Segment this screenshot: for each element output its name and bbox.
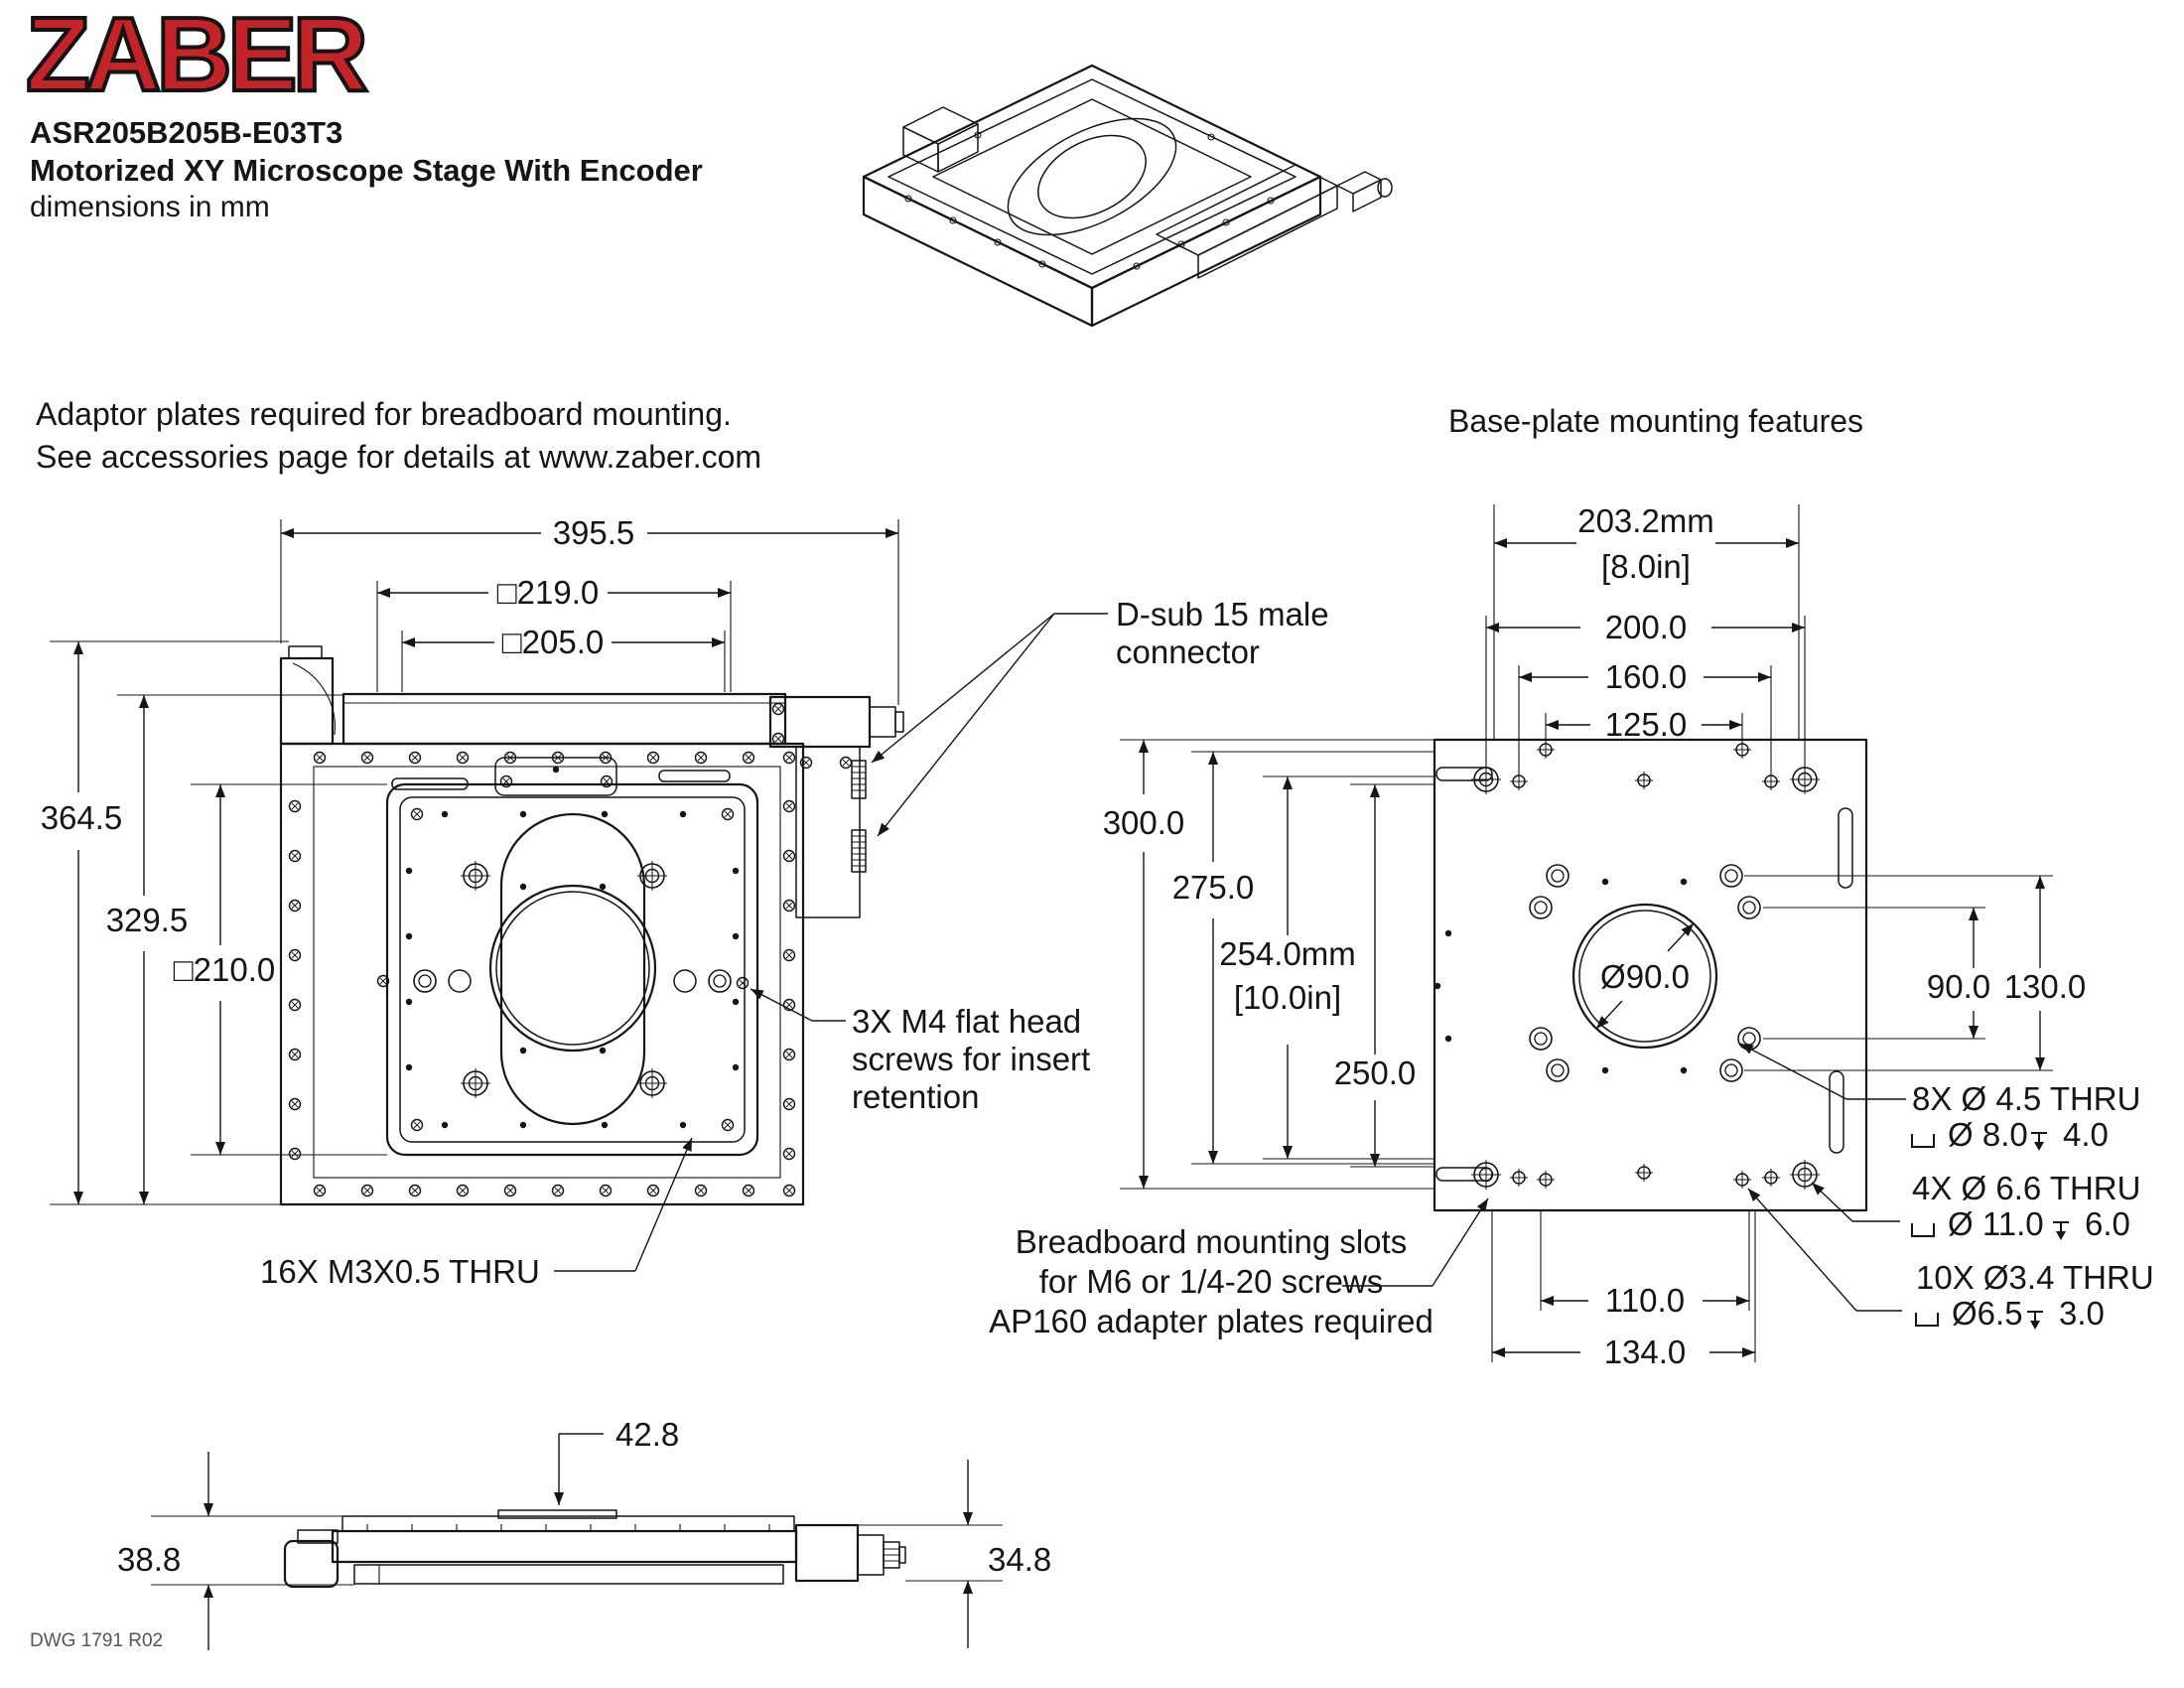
callout-breadboard-line1: Breadboard mounting slots [1016,1223,1407,1260]
dim-90: 90.0 [1927,968,1990,1005]
units-note: dimensions in mm [30,191,270,223]
dim-200: 200.0 [1605,609,1688,645]
dim-8in: [8.0in] [1601,548,1691,585]
front-carriage-tab [494,757,617,796]
callout-8x-line1: 8X Ø 4.5 THRU [1912,1080,2140,1117]
baseplate-dimensions: 203.2mm [8.0in] 200.0 160.0 125.0 300.0 … [1103,502,2087,1370]
breadboard-slot-right-upper [1838,807,1853,889]
front-x-rail [341,692,787,746]
zaber-logo: ZABER [24,0,370,113]
callout-8x-depth: 4.0 [2063,1116,2109,1153]
breadboard-slot-right-lower [1829,1070,1844,1154]
adaptor-note-line2: See accessories page for details at www.… [36,439,762,475]
model-number: ASR205B205B-E03T3 [30,115,343,150]
stage-obround-aperture [499,812,646,1126]
baseplate-outline [1433,738,1868,1212]
adaptor-note-line1: Adaptor plates required for breadboard m… [36,396,732,432]
callout-m4-line2: screws for insert [852,1041,1090,1077]
baseplate-view: Ø90.0 [1433,738,1868,1212]
dim-width-219: □219.0 [497,574,600,611]
dim-125: 125.0 [1605,706,1688,743]
side-top-deck [341,1515,795,1532]
adaptor-note: Adaptor plates required for breadboard m… [36,393,761,479]
callout-dsub-line1: D-sub 15 male [1116,596,1329,633]
dim-overall-height: 364.5 [41,799,123,836]
dim-134: 134.0 [1604,1334,1687,1370]
baseplate-title: Base-plate mounting features [1447,403,1864,439]
front-dimensions: 395.5 □219.0 □205.0 364.5 329.5 □210.0 [41,514,899,1205]
side-left-cap [283,1539,340,1589]
dim-width-205: □205.0 [502,624,605,660]
callout-10x-depth: 3.0 [2059,1295,2105,1332]
side-bottom-plate [353,1564,784,1585]
dim-right-height-348: 34.8 [988,1541,1051,1578]
iso-aperture [1007,117,1177,236]
dim-275: 275.0 [1172,869,1255,906]
dim-2032mm: 203.2mm [1577,502,1714,539]
iso-edge-screws [904,131,1275,270]
dim-130: 130.0 [2004,968,2087,1005]
side-body [331,1529,798,1564]
callout-breadboard-line2: for M6 or 1/4-20 screws [1039,1263,1384,1300]
dim-160: 160.0 [1605,658,1688,695]
dim-110: 110.0 [1605,1282,1685,1319]
dim-square-210: □210.0 [174,951,276,988]
dim-10in: [10.0in] [1234,979,1341,1016]
breadboard-slot-top-left [1435,767,1493,781]
front-body [279,742,805,1206]
dim-300: 300.0 [1103,804,1185,841]
dim-254mm: 254.0mm [1219,935,1356,972]
dim-height-329: 329.5 [106,902,189,938]
dim-overall-width: 395.5 [553,514,635,551]
callout-breadboard-line3: AP160 adapter plates required [989,1303,1433,1339]
isometric-view [862,64,1393,328]
callout-dsub-line2: connector [1116,633,1260,670]
dim-stage-height-428: 42.8 [615,1416,679,1453]
callout-m4-line1: 3X M4 flat head [852,1003,1081,1040]
m3-hole-dots [405,810,740,1129]
insert-plate [385,782,759,1157]
callout-4x-cbore-dia: Ø 11.0 [1948,1205,2044,1242]
baseplate-callouts: 8X Ø 4.5 THRU Ø 8.0 4.0 4X Ø 6.6 THRU Ø … [989,1043,2154,1339]
callout-10x-line1: 10X Ø3.4 THRU [1916,1259,2154,1296]
dim-center-hole-dia: Ø90.0 [1600,958,1690,995]
stage-circle-aperture [488,884,657,1053]
body-border-screws [288,751,796,1197]
callout-4x-line1: 4X Ø 6.6 THRU [1912,1170,2140,1206]
callout-4x-depth: 6.0 [2085,1205,2130,1242]
front-y-block [795,746,861,918]
product-title: Motorized XY Microscope Stage With Encod… [30,153,703,188]
callout-10x-cbore-dia: Ø6.5 [1952,1295,2023,1332]
callout-m3-thru: 16X M3X0.5 THRU [260,1253,540,1290]
callout-m4-line3: retention [852,1078,979,1115]
dsub-pin-strips [851,760,867,873]
side-connector [794,1523,860,1583]
dim-left-height-388: 38.8 [117,1541,181,1578]
front-callouts: D-sub 15 male connector 3X M4 flat head … [260,596,1329,1290]
front-view [279,645,904,1206]
baseplate-center-hole [1571,903,1718,1050]
drawing-number: DWG 1791 R02 [30,1630,164,1651]
dim-250: 250.0 [1334,1055,1417,1091]
side-dimensions: 42.8 38.8 34.8 [117,1416,1051,1650]
side-view [283,1509,906,1589]
callout-8x-cbore-dia: Ø 8.0 [1948,1116,2028,1153]
